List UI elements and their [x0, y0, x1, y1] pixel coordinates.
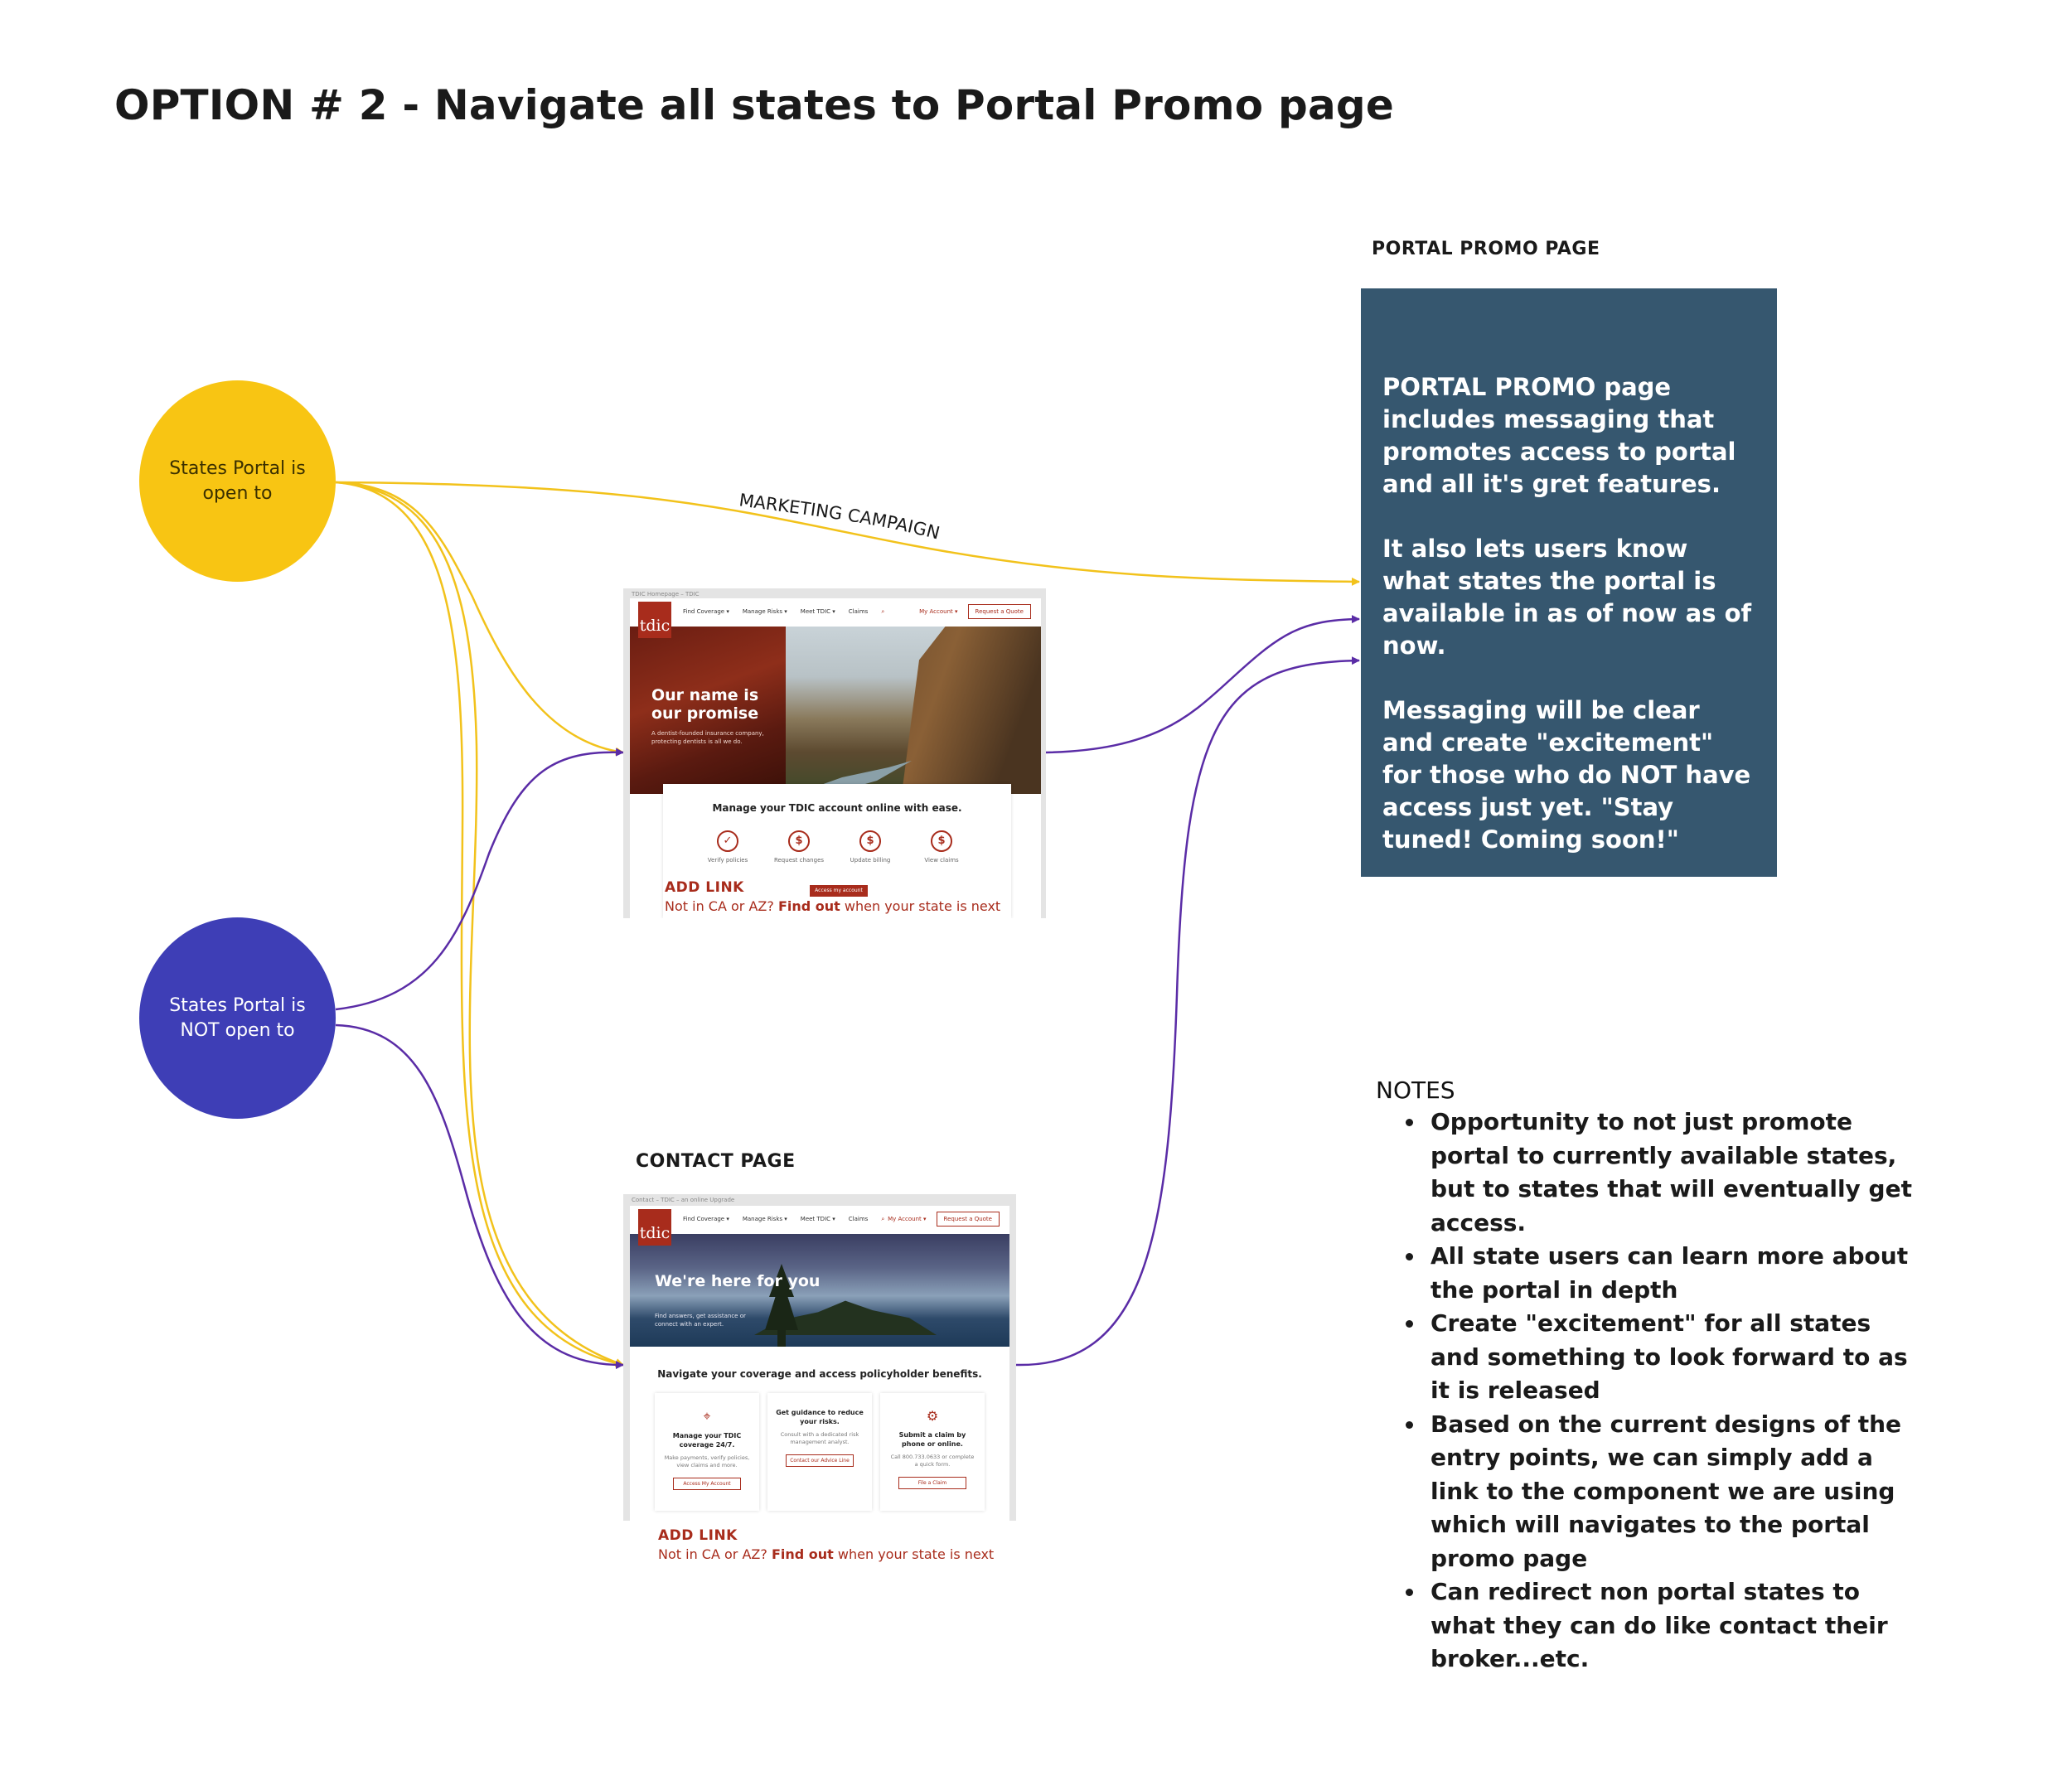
feature-label: View claims — [924, 857, 959, 864]
tdic-logo[interactable]: tdic — [638, 602, 671, 638]
feature-request-changes[interactable]: $ Request changes — [766, 830, 832, 864]
edge-not-to-contact — [335, 1023, 624, 1370]
feature-label: Update billing — [850, 857, 891, 864]
nav-my-account[interactable]: My Account ▾ — [919, 608, 958, 615]
request-quote-button[interactable]: Request a Quote — [936, 1212, 1000, 1227]
notes-title: NOTES — [1376, 1077, 1455, 1104]
request-quote-button[interactable]: Request a Quote — [967, 604, 1031, 619]
card-text: Consult with a dedicated risk management… — [780, 1431, 859, 1445]
nav-claims[interactable]: Claims — [848, 608, 869, 615]
hero-title: We're here for you — [655, 1272, 821, 1290]
contact-advice-line-button[interactable]: Contact our Advice Line — [786, 1454, 854, 1467]
feature-verify-policies[interactable]: ✓ Verify policies — [695, 830, 761, 864]
nav-manage-risks[interactable]: Manage Risks ▾ — [742, 608, 787, 615]
card-text: Call 800.733.0633 or complete a quick fo… — [890, 1454, 975, 1468]
promo-paragraph: It also lets users know what states the … — [1382, 535, 1752, 660]
edge-not-to-homepage — [335, 748, 624, 1011]
nav-find-coverage[interactable]: Find Coverage ▾ — [683, 1216, 729, 1222]
find-out-link[interactable]: Find out — [771, 1546, 834, 1562]
edge-open-to-contact — [335, 481, 624, 1367]
nav-meet-tdic[interactable]: Meet TDIC ▾ — [800, 608, 835, 615]
find-out-link[interactable]: Find out — [777, 898, 840, 914]
contact-card-claim: ⚙ Submit a claim by phone or online. Cal… — [880, 1393, 985, 1511]
search-icon[interactable]: ⌕ — [881, 1216, 885, 1222]
homepage-screen: Find Coverage ▾ Manage Risks ▾ Meet TDIC… — [630, 598, 1041, 918]
hero-subtitle: A dentist-founded insurance company, pro… — [651, 730, 764, 745]
list-item: Based on the current designs of the entr… — [1426, 1408, 1923, 1576]
card-title: Manage your TDIC coverage 24/7. — [672, 1432, 742, 1449]
hero-red-panel — [630, 627, 786, 794]
edge-open-to-promo — [335, 481, 1360, 586]
edge-open-to-contact-2 — [335, 481, 624, 1367]
node-states-open-label: States Portal is open to — [169, 457, 306, 504]
homepage-add-link-label: ADD LINK — [665, 879, 744, 896]
nav-meet-tdic[interactable]: Meet TDIC ▾ — [800, 1216, 835, 1222]
contact-page-label: CONTACT PAGE — [636, 1151, 796, 1172]
contact-screen: Find Coverage ▾ Manage Risks ▾ Meet TDIC… — [630, 1206, 1009, 1521]
homepage-state-link[interactable]: Not in CA or AZ? Find out when your stat… — [665, 898, 1000, 914]
homepage-mockup: TDIC Homepage – TDIC Find Coverage ▾ Man… — [623, 588, 1046, 918]
edge-homepage-to-promo — [1045, 615, 1360, 754]
note-suffix: when your state is next — [837, 1546, 995, 1562]
account-card-title: Manage your TDIC account online with eas… — [712, 802, 962, 814]
note-prefix: Not in CA or AZ? — [665, 898, 774, 914]
site-nav: Find Coverage ▾ Manage Risks ▾ Meet TDIC… — [630, 1206, 1009, 1234]
feature-update-billing[interactable]: $ Update billing — [837, 830, 903, 864]
contact-state-link[interactable]: Not in CA or AZ? Find out when your stat… — [658, 1546, 994, 1562]
access-account-button[interactable]: Access my account — [810, 885, 868, 897]
list-item: Opportunity to not just promote portal t… — [1426, 1106, 1923, 1240]
account-card: Manage your TDIC account online with eas… — [663, 784, 1011, 918]
promo-page-label: PORTAL PROMO PAGE — [1372, 239, 1600, 259]
feature-label: Verify policies — [707, 857, 748, 864]
site-nav: Find Coverage ▾ Manage Risks ▾ Meet TDIC… — [630, 598, 1041, 627]
hero-rock — [902, 627, 1041, 794]
list-item: All state users can learn more about the… — [1426, 1240, 1923, 1307]
notes-list: Opportunity to not just promote portal t… — [1382, 1106, 1923, 1676]
shield-check-icon: ✓ — [717, 830, 738, 852]
node-states-not-open-label: States Portal is NOT open to — [169, 994, 306, 1041]
access-my-account-button[interactable]: Access My Account — [673, 1478, 741, 1490]
search-icon[interactable]: ⌕ — [881, 608, 885, 615]
promo-paragraph: Messaging will be clear and create "exci… — [1382, 696, 1751, 854]
contact-add-link-label: ADD LINK — [658, 1527, 738, 1544]
card-title: Submit a claim by phone or online. — [898, 1431, 966, 1448]
dollar-icon: $ — [788, 830, 810, 852]
mockup-meta: TDIC Homepage – TDIC — [632, 591, 700, 598]
note-prefix: Not in CA or AZ? — [658, 1546, 767, 1562]
feature-view-claims[interactable]: $ View claims — [908, 830, 975, 864]
nav-my-account[interactable]: My Account ▾ — [888, 1216, 927, 1222]
list-item: Create "excitement" for all states and s… — [1426, 1307, 1923, 1408]
hero-title: Our name is our promise — [651, 686, 759, 723]
promo-page-box: PORTAL PROMO page includes messaging tha… — [1361, 288, 1777, 877]
nav-manage-risks[interactable]: Manage Risks ▾ — [742, 1216, 787, 1222]
gear-icon: ⚙ — [926, 1408, 939, 1424]
feature-label: Request changes — [773, 857, 825, 864]
card-title: Get guidance to reduce your risks. — [776, 1409, 864, 1425]
tdic-logo[interactable]: tdic — [638, 1209, 671, 1246]
file-claim-button[interactable]: File a Claim — [898, 1477, 966, 1489]
promo-paragraph: PORTAL PROMO page includes messaging tha… — [1382, 373, 1736, 498]
card-text: Make payments, verify policies, view cla… — [664, 1454, 750, 1468]
node-states-not-open: States Portal is NOT open to — [139, 917, 336, 1119]
edge-contact-to-promo — [1015, 656, 1360, 1367]
cursor-click-icon: ⌖ — [703, 1408, 711, 1424]
page-title: OPTION # 2 - Navigate all states to Port… — [114, 81, 1394, 129]
dollar-icon: $ — [859, 830, 881, 852]
dollar-icon: $ — [931, 830, 952, 852]
contact-card-guidance: Get guidance to reduce your risks. Consu… — [767, 1393, 872, 1511]
edge-open-to-homepage — [335, 481, 624, 756]
mockup-meta: Contact – TDIC – an online Upgrade — [632, 1197, 735, 1203]
list-item: Can redirect non portal states to what t… — [1426, 1575, 1923, 1676]
note-suffix: when your state is next — [844, 898, 1001, 914]
contact-mockup: Contact – TDIC – an online Upgrade Find … — [623, 1194, 1016, 1521]
nav-find-coverage[interactable]: Find Coverage ▾ — [683, 608, 729, 615]
hero-subtitle: Find answers, get assistance or connect … — [655, 1313, 746, 1328]
node-states-open: States Portal is open to — [139, 380, 336, 582]
contact-heading: Navigate your coverage and access policy… — [657, 1368, 982, 1380]
nav-claims[interactable]: Claims — [848, 1216, 869, 1222]
contact-card-manage: ⌖ Manage your TDIC coverage 24/7. Make p… — [655, 1393, 759, 1511]
